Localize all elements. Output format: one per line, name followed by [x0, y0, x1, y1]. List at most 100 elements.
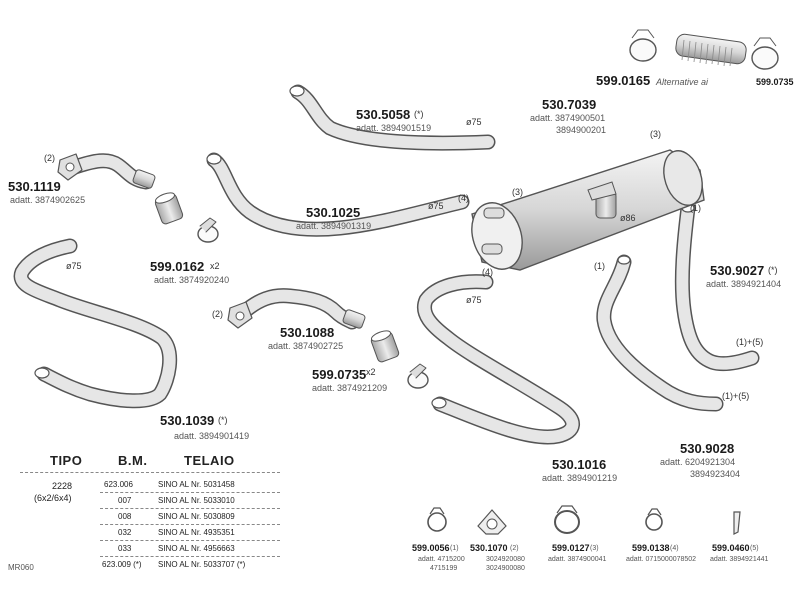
table-row-divider	[100, 524, 280, 525]
table-row-telaio: SINO AL Nr. 5030809	[158, 512, 235, 521]
small-part-adapt: adatt. 4715200	[418, 556, 465, 563]
table-row-bm: 623.009 (*)	[102, 560, 142, 569]
note-2-530-1119: (2)	[44, 153, 55, 163]
adapt1-530-9028: adatt. 6204921304	[660, 457, 736, 467]
flange-530-1119	[57, 153, 83, 181]
clamp-icon-599-0056[interactable]	[427, 507, 447, 532]
pipe-530-1039[interactable]	[13, 238, 178, 409]
table-row-bm: 033	[118, 544, 132, 553]
part-code-530-9027[interactable]: 530.9027	[710, 263, 765, 278]
adapt1-530-7039: adatt. 3874900501	[530, 113, 606, 123]
table-row-telaio: SINO AL Nr. 4935351	[158, 528, 235, 537]
table-row-bm: 007	[118, 496, 132, 505]
small-part-code[interactable]: 530.1070	[470, 543, 508, 553]
part-suffix-530-1039: (*)	[218, 415, 228, 425]
small-part-ref: (3)	[590, 545, 599, 552]
adapt-530-1119: adatt. 3874902625	[10, 195, 86, 205]
small-part-adapt: adatt. 3874900041	[548, 556, 607, 563]
pipe-530-5058[interactable]	[289, 84, 496, 151]
small-part-adapt: 3024920080	[486, 556, 525, 563]
small-part-code[interactable]: 599.0127	[552, 543, 590, 553]
flange-530-1088	[227, 301, 253, 329]
table-row-bm: 623.006	[104, 480, 133, 489]
table-row-divider	[100, 492, 280, 493]
part-code-599-0162[interactable]: 599.0162	[150, 259, 205, 274]
flex-pipe-599-0165[interactable]	[629, 29, 779, 70]
note-4-silencer: (4)	[458, 193, 469, 203]
table-row-telaio: SINO AL Nr. 5031458	[158, 480, 235, 489]
note-1-530-9028: (1)	[594, 261, 605, 271]
adapt-530-1088: adatt. 3874902725	[268, 341, 344, 351]
small-part-code[interactable]: 599.0056	[412, 543, 450, 553]
table-row-telaio: SINO AL Nr. 5033707 (*)	[158, 560, 246, 569]
table-row-bm: 008	[118, 512, 132, 521]
table-header-telaio: TELAIO	[184, 453, 235, 468]
adapt-530-5058: adatt. 3894901519	[356, 123, 432, 133]
part-code-530-1088[interactable]: 530.1088	[280, 325, 335, 340]
adapt-530-1039: adatt. 3894901419	[174, 431, 250, 441]
sleeve-599-0735[interactable]	[370, 329, 400, 363]
sleeve-599-0162[interactable]	[154, 191, 184, 225]
qty-599-0735: x2	[366, 367, 376, 377]
qty-599-0162: x2	[210, 261, 220, 271]
adapt-599-0735: adatt. 3874921209	[312, 383, 388, 393]
small-part-ref: (4)	[670, 545, 679, 552]
adapt2-530-7039: 3894900201	[556, 125, 607, 135]
note-3-silencer-right: (3)	[650, 129, 661, 139]
part-suffix-530-9027: (*)	[768, 265, 778, 275]
adapt-530-1025: adatt. 3894901319	[296, 221, 372, 231]
part-code-599-0735[interactable]: 599.0735	[312, 367, 367, 382]
table-row-divider	[100, 540, 280, 541]
adapt-530-1016: adatt. 3894901219	[542, 473, 618, 483]
part-code-530-1016[interactable]: 530.1016	[552, 457, 607, 472]
clamp-left	[629, 29, 657, 62]
table-row-telaio: SINO AL Nr. 5033010	[158, 496, 235, 505]
part-code-530-1025[interactable]: 530.1025	[306, 205, 361, 220]
diameter-530-1039: ø75	[66, 261, 82, 271]
table-divider	[20, 472, 280, 473]
small-part-code[interactable]: 599.0460	[712, 543, 750, 553]
alternative-code[interactable]: 599.0735	[756, 77, 794, 87]
small-part-ref: (5)	[750, 545, 759, 552]
part-code-530-9028[interactable]: 530.9028	[680, 441, 735, 456]
table-tipo: 2228	[52, 481, 73, 491]
sleeve-530-1119	[132, 169, 156, 189]
small-part-adapt: 4715199	[430, 565, 458, 572]
part-code-530-1119[interactable]: 530.1119	[8, 179, 61, 194]
note-15-530-9028: (1)+(5)	[722, 391, 750, 401]
pipe-530-9028[interactable]	[596, 254, 724, 412]
silencer-530-7039[interactable]	[464, 146, 709, 276]
diameter-530-7039: ø86	[620, 213, 636, 223]
small-part-code[interactable]: 599.0138	[632, 543, 670, 553]
diameter-530-1025: ø75	[428, 201, 444, 211]
part-code-530-1039[interactable]: 530.1039	[160, 413, 215, 428]
table-header-tipo: TIPO	[50, 453, 83, 468]
part-code-530-7039[interactable]: 530.7039	[542, 97, 597, 112]
table-row-bm: 032	[118, 528, 132, 537]
small-part-ref: (2)	[510, 545, 519, 552]
part-code-530-5058[interactable]: 530.5058	[356, 107, 411, 122]
bracket-icon-599-0460[interactable]	[733, 511, 741, 535]
figure-ref: MR060	[8, 563, 34, 572]
adapt2-530-9028: 3894923404	[690, 469, 741, 479]
part-code-599-0165[interactable]: 599.0165	[596, 73, 651, 88]
table-row-divider	[100, 556, 280, 557]
pipe-530-1025[interactable]	[206, 152, 470, 237]
diameter-530-1016: ø75	[466, 295, 482, 305]
pipe-530-1016[interactable]	[417, 274, 580, 445]
clamp-icon-599-0138[interactable]	[645, 508, 663, 531]
small-part-adapt: 3024900080	[486, 565, 525, 572]
small-part-adapt: adatt. 3894921441	[710, 556, 769, 563]
note-1-530-9027: (1)	[690, 203, 701, 213]
part-suffix-530-5058: (*)	[414, 109, 424, 119]
clamp-icon-599-0127[interactable]	[554, 505, 580, 534]
small-part-ref: (1)	[450, 545, 459, 552]
gasket-icon-530-1070[interactable]	[477, 509, 507, 535]
adapt-599-0162: adatt. 3874920240	[154, 275, 230, 285]
clamp-right	[751, 37, 779, 70]
table-row-telaio: SINO AL Nr. 4956663	[158, 544, 235, 553]
sleeve-530-1088	[342, 309, 366, 329]
alternative-note: Alternative ai	[656, 77, 709, 87]
pipe-530-1088[interactable]	[236, 288, 360, 330]
